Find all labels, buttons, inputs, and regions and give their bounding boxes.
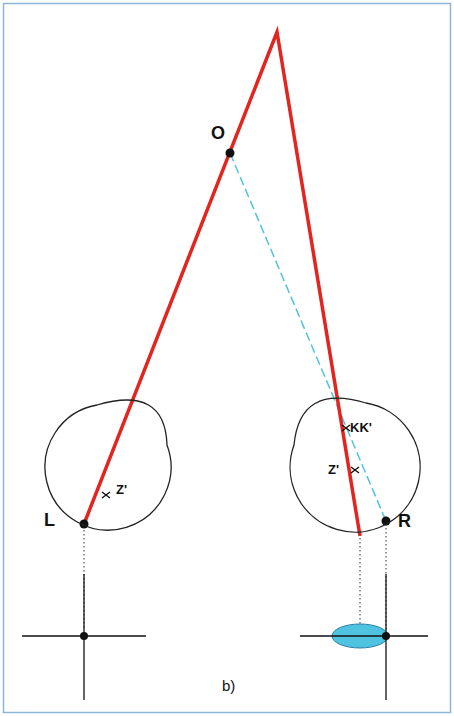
eye-contour [45, 400, 171, 530]
point-label: KK' [350, 421, 372, 434]
panel-label: b) [222, 678, 235, 693]
crosshair [22, 574, 428, 700]
nodal-point-mark [342, 425, 350, 431]
point-label: Z' [116, 483, 127, 496]
eye-shape [40, 380, 180, 535]
sight-line [230, 153, 386, 521]
point-label: R [398, 512, 411, 530]
points [80, 149, 391, 641]
eye-outline: Z' [40, 380, 180, 535]
nodal-point-mark [351, 467, 359, 473]
projection-lines [84, 524, 386, 630]
point-label: Z' [328, 463, 339, 476]
visual-axis [84, 32, 360, 536]
point-label: L [44, 511, 55, 529]
point-label: O [211, 124, 225, 142]
frame [4, 4, 451, 713]
eye-contour [290, 398, 420, 532]
nodal-point-mark [102, 492, 110, 498]
